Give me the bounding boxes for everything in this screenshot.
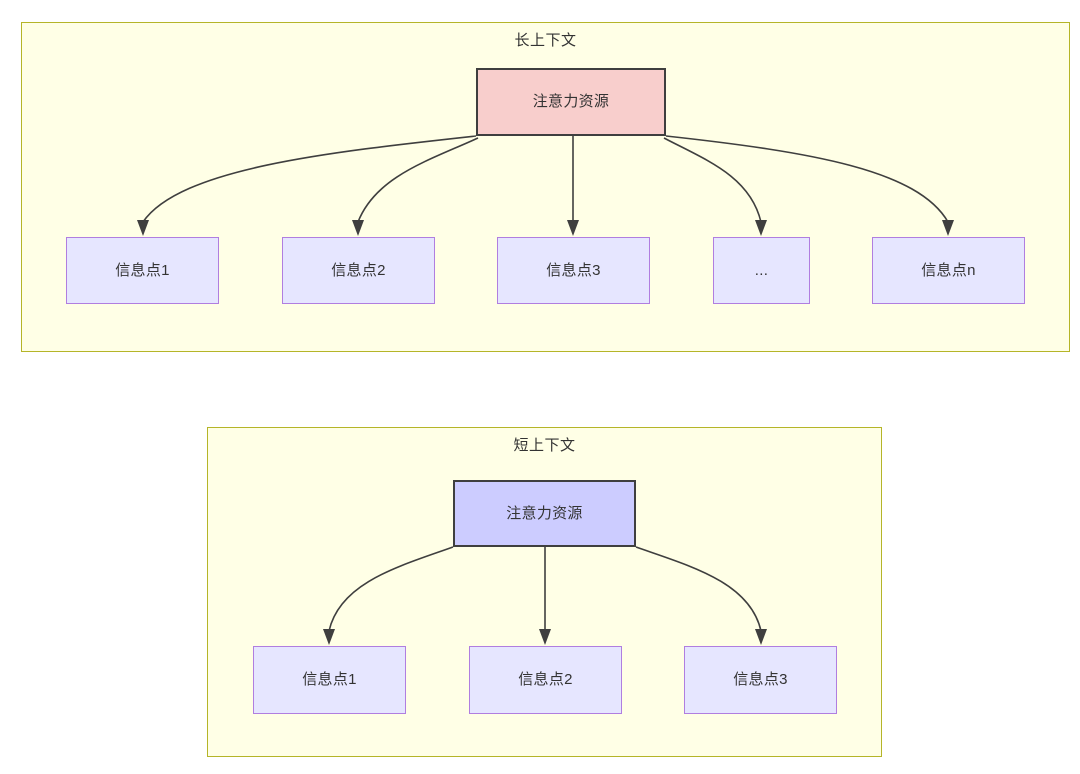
node-short-info-point-3[interactable]: 信息点3 (684, 646, 837, 714)
node-short-info-point-1[interactable]: 信息点1 (253, 646, 406, 714)
node-long-attention-resource[interactable]: 注意力资源 (476, 68, 666, 136)
node-long-info-point-1[interactable]: 信息点1 (66, 237, 219, 304)
node-long-info-point-2[interactable]: 信息点2 (282, 237, 435, 304)
node-short-info-point-2[interactable]: 信息点2 (469, 646, 622, 714)
node-long-info-point-ellipsis[interactable]: ... (713, 237, 810, 304)
group-short-context-title: 短上下文 (513, 437, 576, 454)
node-long-info-point-3[interactable]: 信息点3 (497, 237, 650, 304)
node-long-info-point-n[interactable]: 信息点n (872, 237, 1025, 304)
group-long-context-title: 长上下文 (514, 32, 577, 49)
node-short-attention-resource[interactable]: 注意力资源 (453, 480, 636, 547)
